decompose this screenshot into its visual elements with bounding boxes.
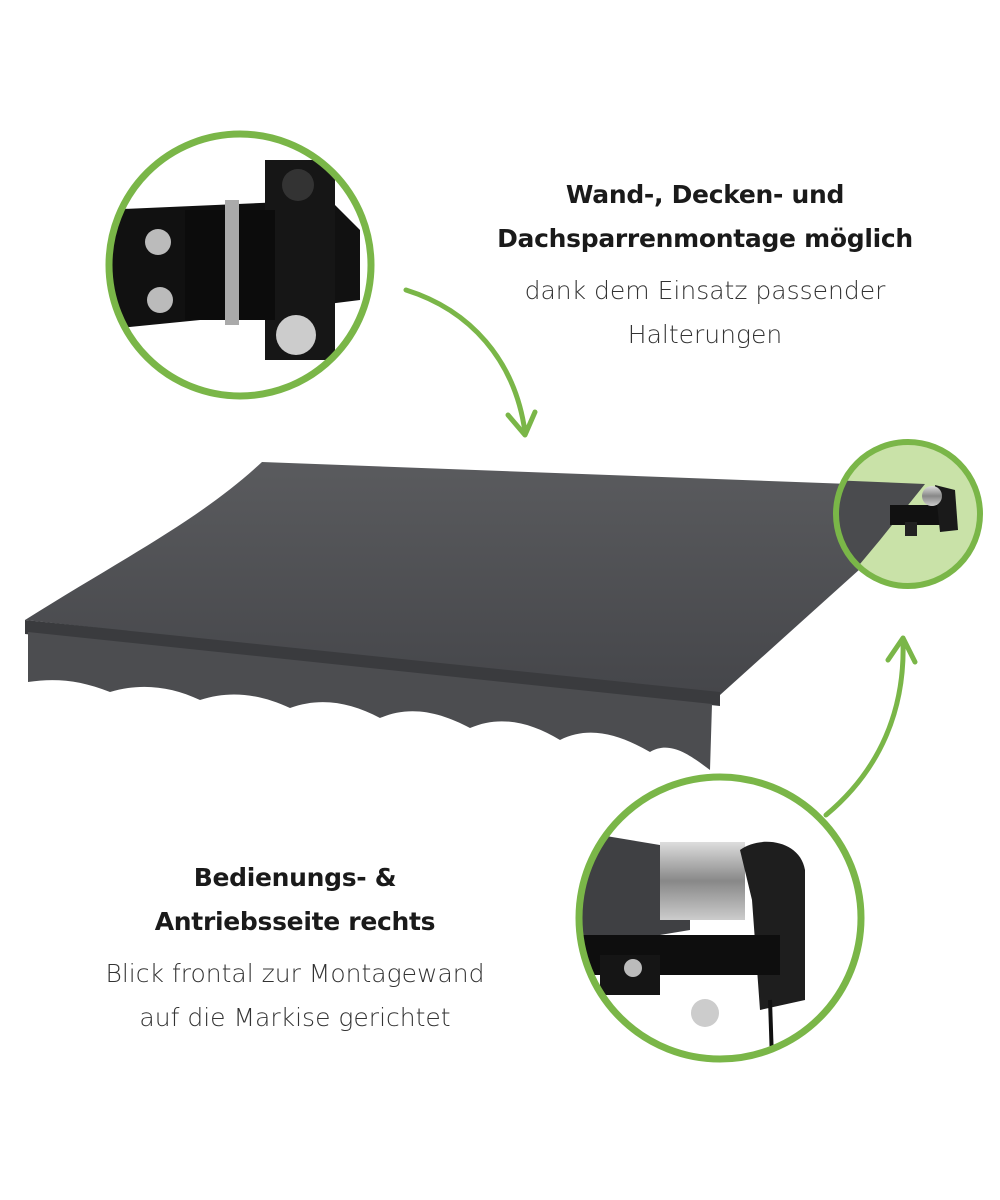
drive-side-highlight <box>833 439 983 589</box>
top-caption: Wand-, Decken- und Dachsparrenmontage mö… <box>480 173 930 357</box>
bottom-caption-title-2: Antriebsseite rechts <box>154 907 436 936</box>
bottom-caption: Bedienungs- & Antriebsseite rechts Blick… <box>70 856 520 1040</box>
top-caption-title-2: Dachsparrenmontage möglich <box>497 224 913 253</box>
motor-detail <box>575 773 865 1063</box>
bottom-caption-sub-2: auf die Markise gerichtet <box>139 1003 451 1032</box>
arrow-bottom <box>823 635 918 818</box>
bottom-caption-sub-1: Blick frontal zur Montagewand <box>105 959 485 988</box>
bottom-caption-title-1: Bedienungs- & <box>193 863 397 892</box>
arrow-top <box>403 287 538 438</box>
top-caption-sub-2: Halterungen <box>627 320 783 349</box>
top-caption-sub-1: dank dem Einsatz passender <box>524 276 886 305</box>
wall-bracket-detail <box>105 130 375 400</box>
top-caption-title-1: Wand-, Decken- und <box>565 180 845 209</box>
awning <box>25 462 870 770</box>
